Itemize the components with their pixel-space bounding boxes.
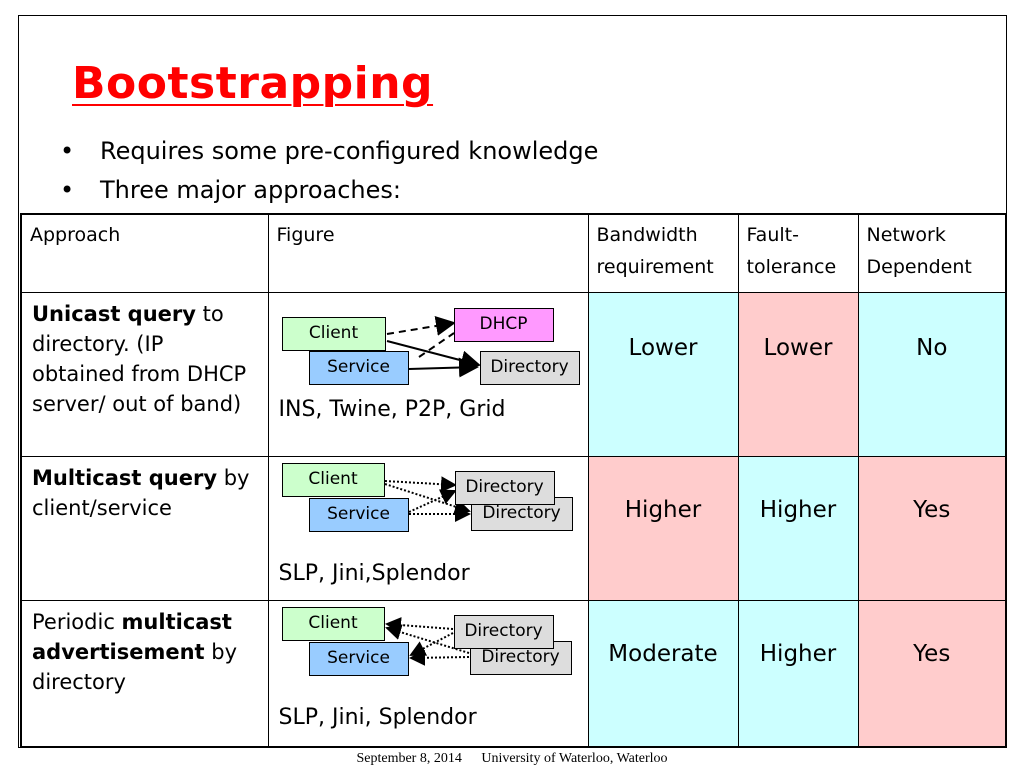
directory-box: Directory — [479, 350, 580, 385]
header-approach: Approach — [20, 213, 269, 293]
service-box: Service — [308, 350, 409, 385]
footer-date: September 8, 2014 — [356, 751, 462, 766]
network-dependent-cell: Yes — [857, 599, 1007, 747]
multicast-query-arrows — [384, 475, 471, 522]
multicast-query-figure: Directory Directory Client Service SLP, … — [269, 457, 588, 600]
header-figure: Figure — [267, 213, 589, 293]
figure-caption: SLP, Jini,Splendor — [278, 560, 470, 586]
bandwidth-cell: Moderate — [587, 599, 739, 747]
directory-box: Directory — [454, 470, 555, 505]
bullet-marker: • — [60, 176, 75, 204]
network-dependent-cell: Yes — [857, 455, 1007, 601]
figure-caption: INS, Twine, P2P, Grid — [278, 396, 506, 422]
bullet-item: • Three major approaches: — [60, 176, 401, 204]
unicast-arrows — [386, 315, 481, 378]
table-row: Multicast query by client/service Direct… — [20, 455, 1007, 601]
bullet-item: • Requires some pre-configured knowledge — [60, 137, 598, 165]
figure-cell: Client DHCP Service Directory INS, Twine… — [267, 291, 589, 457]
figure-cell: Directory Directory Client Service SLP, … — [267, 599, 589, 747]
dhcp-box: DHCP — [453, 307, 554, 342]
slide-footer: September 8, 2014 University of Waterloo… — [0, 751, 1024, 767]
client-box: Client — [281, 316, 386, 351]
directory-box: Directory — [453, 614, 554, 649]
multicast-advertisement-figure: Directory Directory Client Service SLP, … — [269, 601, 588, 746]
bullet-marker: • — [60, 137, 75, 165]
network-dependent-cell: No — [857, 291, 1007, 457]
bullet-text: Requires some pre-configured knowledge — [100, 137, 599, 165]
bandwidth-cell: Lower — [587, 291, 739, 457]
header-fault-tolerance: Fault-tolerance — [737, 213, 859, 293]
fault-tolerance-cell: Higher — [737, 599, 859, 747]
client-box: Client — [281, 606, 385, 641]
approach-cell: Unicast query to directory. (IP obtained… — [20, 291, 269, 457]
client-box: Client — [281, 462, 385, 497]
unicast-figure: Client DHCP Service Directory INS, Twine… — [269, 293, 588, 456]
footer-organization: University of Waterloo, Waterloo — [481, 751, 668, 766]
approach-cell: Periodic multicast advertisement by dire… — [20, 599, 269, 747]
bandwidth-cell: Higher — [587, 455, 739, 601]
service-box: Service — [308, 641, 409, 676]
service-box: Service — [308, 497, 409, 532]
figure-caption: SLP, Jini, Splendor — [278, 704, 477, 730]
approach-cell: Multicast query by client/service — [20, 455, 269, 601]
fault-tolerance-cell: Higher — [737, 455, 859, 601]
slide-title: Bootstrapping — [72, 58, 434, 109]
table-row: Unicast query to directory. (IP obtained… — [20, 291, 1007, 457]
multicast-advertisement-arrows — [384, 616, 469, 666]
table-row: Periodic multicast advertisement by dire… — [20, 599, 1007, 747]
figure-cell: Directory Directory Client Service SLP, … — [267, 455, 589, 601]
fault-tolerance-cell: Lower — [737, 291, 859, 457]
bullet-text: Three major approaches: — [100, 176, 401, 204]
